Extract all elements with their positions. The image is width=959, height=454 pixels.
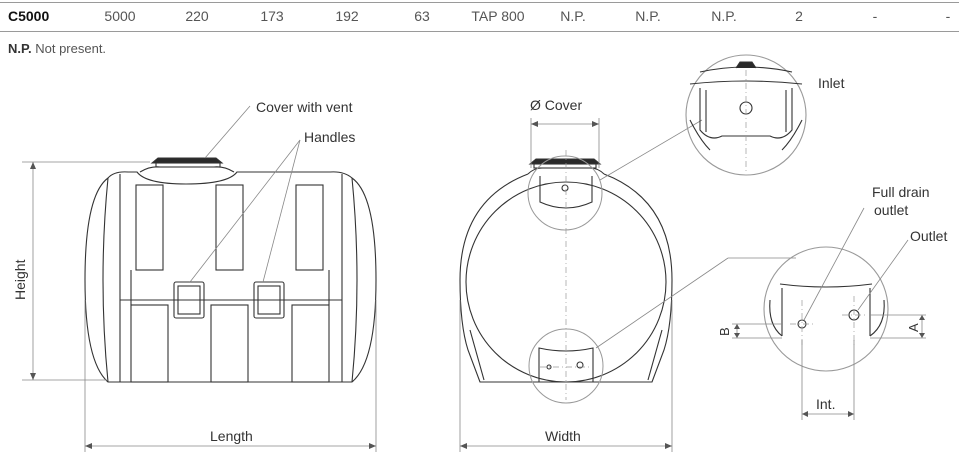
inlet-detail-circle	[685, 54, 807, 176]
label-handles: Handles	[304, 129, 355, 145]
outlet-detail	[763, 246, 889, 372]
cell-height: 192	[335, 8, 359, 24]
cell-handles: 2	[795, 8, 803, 24]
outlet-detail-circle	[763, 246, 889, 372]
side-upper-panel-3	[295, 184, 324, 271]
cell-cover-type: TAP 800	[471, 8, 525, 24]
cell-inlet: N.P.	[560, 8, 586, 24]
outlet-zoom-circle	[528, 328, 604, 404]
side-view	[84, 157, 377, 383]
label-width: Width	[545, 428, 581, 444]
label-int: Int.	[816, 396, 835, 412]
label-full-drain-2: outlet	[874, 202, 908, 218]
label-dim-a: A	[906, 323, 921, 332]
cell-dim-b: -	[945, 8, 951, 24]
footnote-text: Not present.	[35, 41, 107, 56]
label-dim-b: B	[717, 327, 732, 336]
cell-full-drain: N.P.	[711, 8, 737, 24]
label-cover-diameter: Ø Cover	[530, 97, 582, 113]
side-cover-icon	[139, 157, 235, 173]
side-lower-panel-2	[210, 304, 249, 383]
cell-width: 173	[260, 8, 284, 24]
table-top-rule	[0, 2, 959, 3]
cell-cover: 63	[414, 8, 430, 24]
inlet-zoom-circle	[527, 155, 603, 231]
cell-outlet: N.P.	[635, 8, 661, 24]
side-leaders	[22, 105, 377, 452]
side-upper-panel-1	[135, 184, 164, 271]
label-outlet: Outlet	[910, 228, 947, 244]
label-height: Height	[12, 259, 28, 300]
spec-table-row: C5000 5000 220 173 192 63 TAP 800 N.P. N…	[0, 0, 959, 34]
cell-dim-a: -	[872, 8, 878, 24]
cell-model: C5000	[8, 8, 50, 24]
label-full-drain-1: Full drain	[872, 184, 930, 200]
side-lower-panel-3	[291, 304, 330, 383]
footnote: N.P. Not present.	[8, 41, 106, 56]
cell-length: 220	[185, 8, 209, 24]
handle-icon	[173, 281, 205, 319]
label-cover-with-vent: Cover with vent	[256, 99, 353, 115]
label-length: Length	[210, 428, 253, 444]
table-bottom-rule	[0, 31, 959, 32]
side-body-outline	[84, 171, 377, 383]
side-lower-panel-1	[130, 304, 169, 383]
label-inlet: Inlet	[818, 75, 845, 91]
cell-capacity: 5000	[104, 8, 136, 24]
footnote-abbr: N.P.	[8, 41, 32, 56]
side-upper-panel-2	[215, 184, 244, 271]
handle-icon	[253, 281, 285, 319]
